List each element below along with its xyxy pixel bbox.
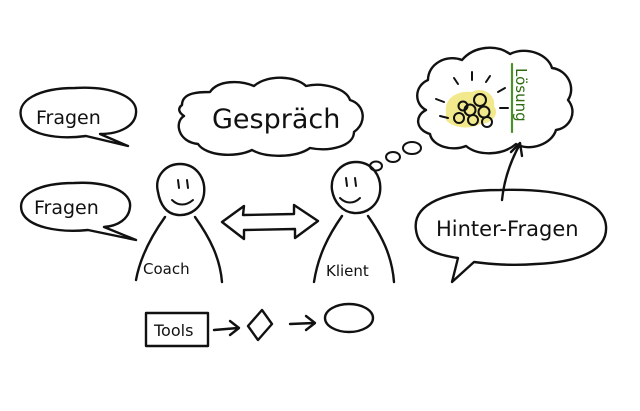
hinter-fragen-label: Hinter-Fragen	[436, 217, 579, 241]
fragen-top-label: Fragen	[36, 107, 101, 129]
fragen-bottom-label: Fragen	[34, 197, 99, 219]
light-bulb-icon	[435, 71, 509, 128]
gespraech-cloud: Gespräch	[177, 76, 364, 157]
coach-figure: Coach	[134, 162, 224, 284]
gespraech-label: Gespräch	[212, 104, 340, 135]
arrow-right-icon	[288, 314, 317, 332]
klient-eye	[354, 177, 357, 187]
thought-cloud-loesung: Lösung	[416, 46, 574, 155]
gespraech-cloud-shape	[177, 76, 364, 157]
speech-bubble-shape	[19, 86, 138, 148]
speech-bubble-fragen-bottom: Fragen	[19, 181, 138, 242]
klient-body	[312, 214, 396, 284]
tools-flow: Tools	[144, 302, 375, 348]
coach-mouth	[171, 199, 194, 206]
thought-dot-medium	[385, 151, 401, 163]
klient-label: Klient	[326, 262, 369, 280]
thought-dot-small	[369, 160, 383, 172]
double-arrow-shape	[220, 203, 320, 241]
klient-figure: Klient	[312, 160, 396, 284]
coach-eye	[186, 179, 189, 189]
speech-bubble-hinter-fragen: Hinter-Fragen	[414, 188, 608, 284]
coach-label: Coach	[143, 260, 190, 278]
coach-eye	[177, 179, 180, 189]
coach-head	[156, 162, 206, 217]
arrow-to-loesung	[500, 141, 524, 202]
thought-dots	[369, 141, 422, 172]
diamond-icon	[246, 308, 274, 342]
coach-body	[134, 215, 224, 284]
tools-label: Tools	[153, 321, 193, 340]
arrow-right-icon	[212, 319, 241, 337]
ellipse-icon	[323, 302, 375, 334]
klient-eye	[345, 177, 348, 187]
thought-cloud-shape	[416, 46, 574, 155]
double-arrow-exchange	[220, 203, 320, 241]
klient-mouth	[339, 197, 361, 204]
speech-bubble-shape	[414, 188, 608, 284]
tools-box	[144, 311, 210, 348]
loesung-label: Lösung	[512, 68, 530, 122]
thought-dot-large	[402, 141, 422, 155]
speech-bubble-fragen-top: Fragen	[19, 86, 138, 148]
klient-head	[330, 160, 382, 215]
speech-bubble-shape	[19, 181, 138, 242]
